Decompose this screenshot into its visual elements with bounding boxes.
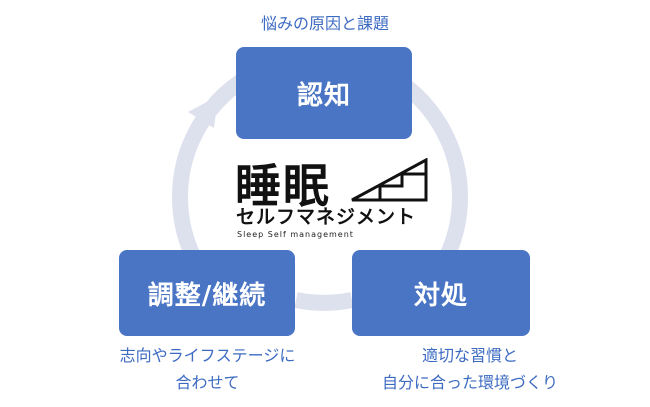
node-adjust-continue: 調整/継続 [119, 250, 295, 336]
caption-right-line-1: 適切な習慣と [421, 346, 518, 365]
caption-right: 適切な習慣と 自分に合った環境づくり [360, 342, 580, 396]
node-coping-label: 対処 [413, 280, 468, 311]
cycle-arrow-head-icon [188, 96, 218, 128]
stairs-icon [351, 158, 428, 202]
logo: 睡眠 セルフマネジメント Sleep Self management [232, 150, 432, 245]
logo-kanji: 睡眠 [235, 159, 331, 213]
node-adjust-continue-label: 調整/継続 [147, 280, 267, 311]
node-cognition: 認知 [236, 47, 412, 139]
caption-left-line-1: 志向やライフステージに [119, 346, 296, 365]
caption-top: 悩みの原因と課題 [200, 10, 450, 37]
caption-top-line-1: 悩みの原因と課題 [260, 14, 389, 33]
caption-right-line-2: 自分に合った環境づくり [381, 373, 558, 392]
node-coping: 対処 [352, 250, 530, 336]
node-cognition-label: 認知 [296, 80, 351, 111]
cycle-arc-bottom [294, 292, 354, 311]
caption-left-line-2: 合わせて [175, 373, 240, 392]
logo-english: Sleep Self management [237, 230, 354, 239]
caption-left: 志向やライフステージに 合わせて [80, 342, 335, 396]
logo-kana: セルフマネジメント [236, 206, 417, 228]
